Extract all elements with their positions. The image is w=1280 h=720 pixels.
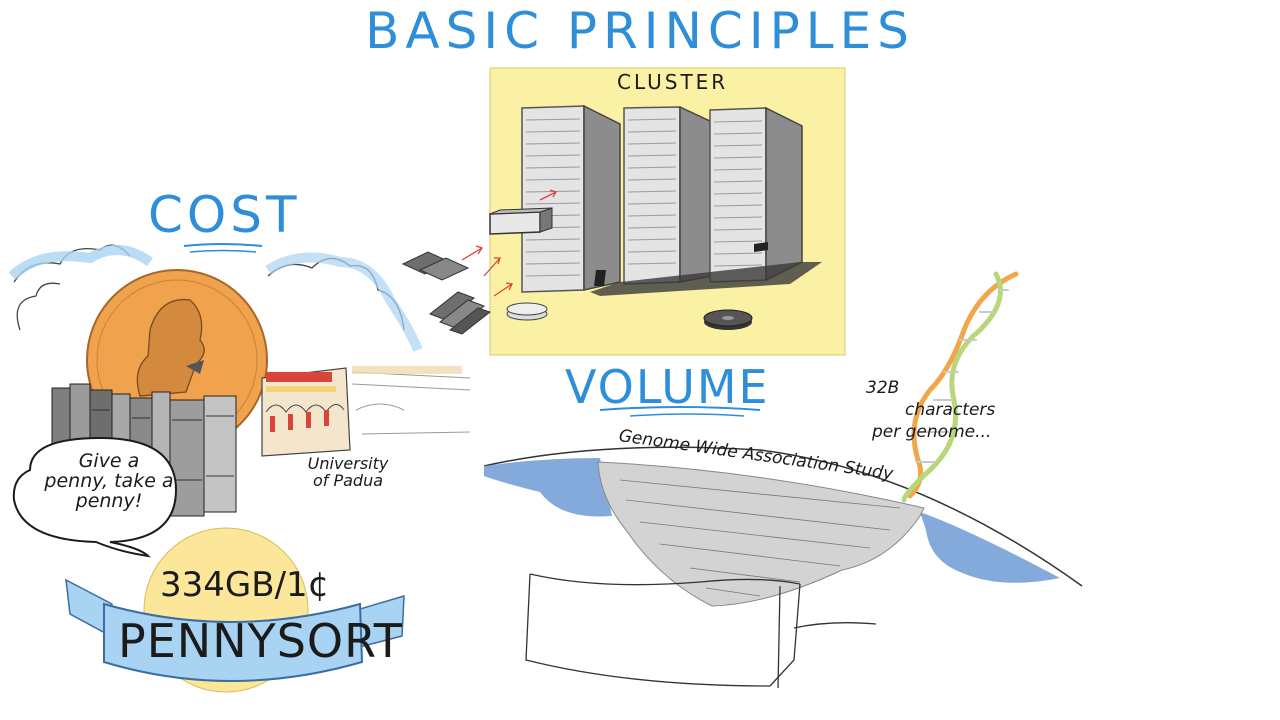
pennysort-banner — [65, 578, 405, 682]
server-rack — [623, 105, 713, 285]
blank-banner — [525, 573, 877, 689]
speech-bubble-text: Give a penny, take a penny! — [44, 450, 174, 512]
speech-bubble — [12, 436, 178, 558]
server-rack — [709, 106, 803, 283]
pennysort-label: PENNYSORT — [118, 614, 403, 668]
page-title: BASIC PRINCIPLES — [365, 2, 915, 60]
university-label: University of Padua — [307, 454, 389, 490]
earth-curve — [483, 446, 1083, 587]
genome-size-context: per genome... — [872, 422, 992, 442]
dna-helix — [901, 271, 1019, 503]
cost-heading: COST — [148, 186, 301, 244]
crowd-of-people — [597, 461, 925, 607]
price-label: 334GB/1¢ — [160, 565, 330, 605]
cluster-panel — [489, 67, 846, 356]
server-blade — [489, 207, 553, 235]
disk-drive — [703, 309, 753, 330]
server-rack — [521, 104, 621, 293]
university-building — [261, 366, 471, 457]
server-components — [401, 189, 557, 335]
volume-heading: VOLUME — [565, 360, 770, 414]
cluster-label: CLUSTER — [617, 70, 729, 94]
genome-size-unit: characters — [905, 400, 996, 420]
genome-size-value: 32B — [866, 378, 900, 398]
